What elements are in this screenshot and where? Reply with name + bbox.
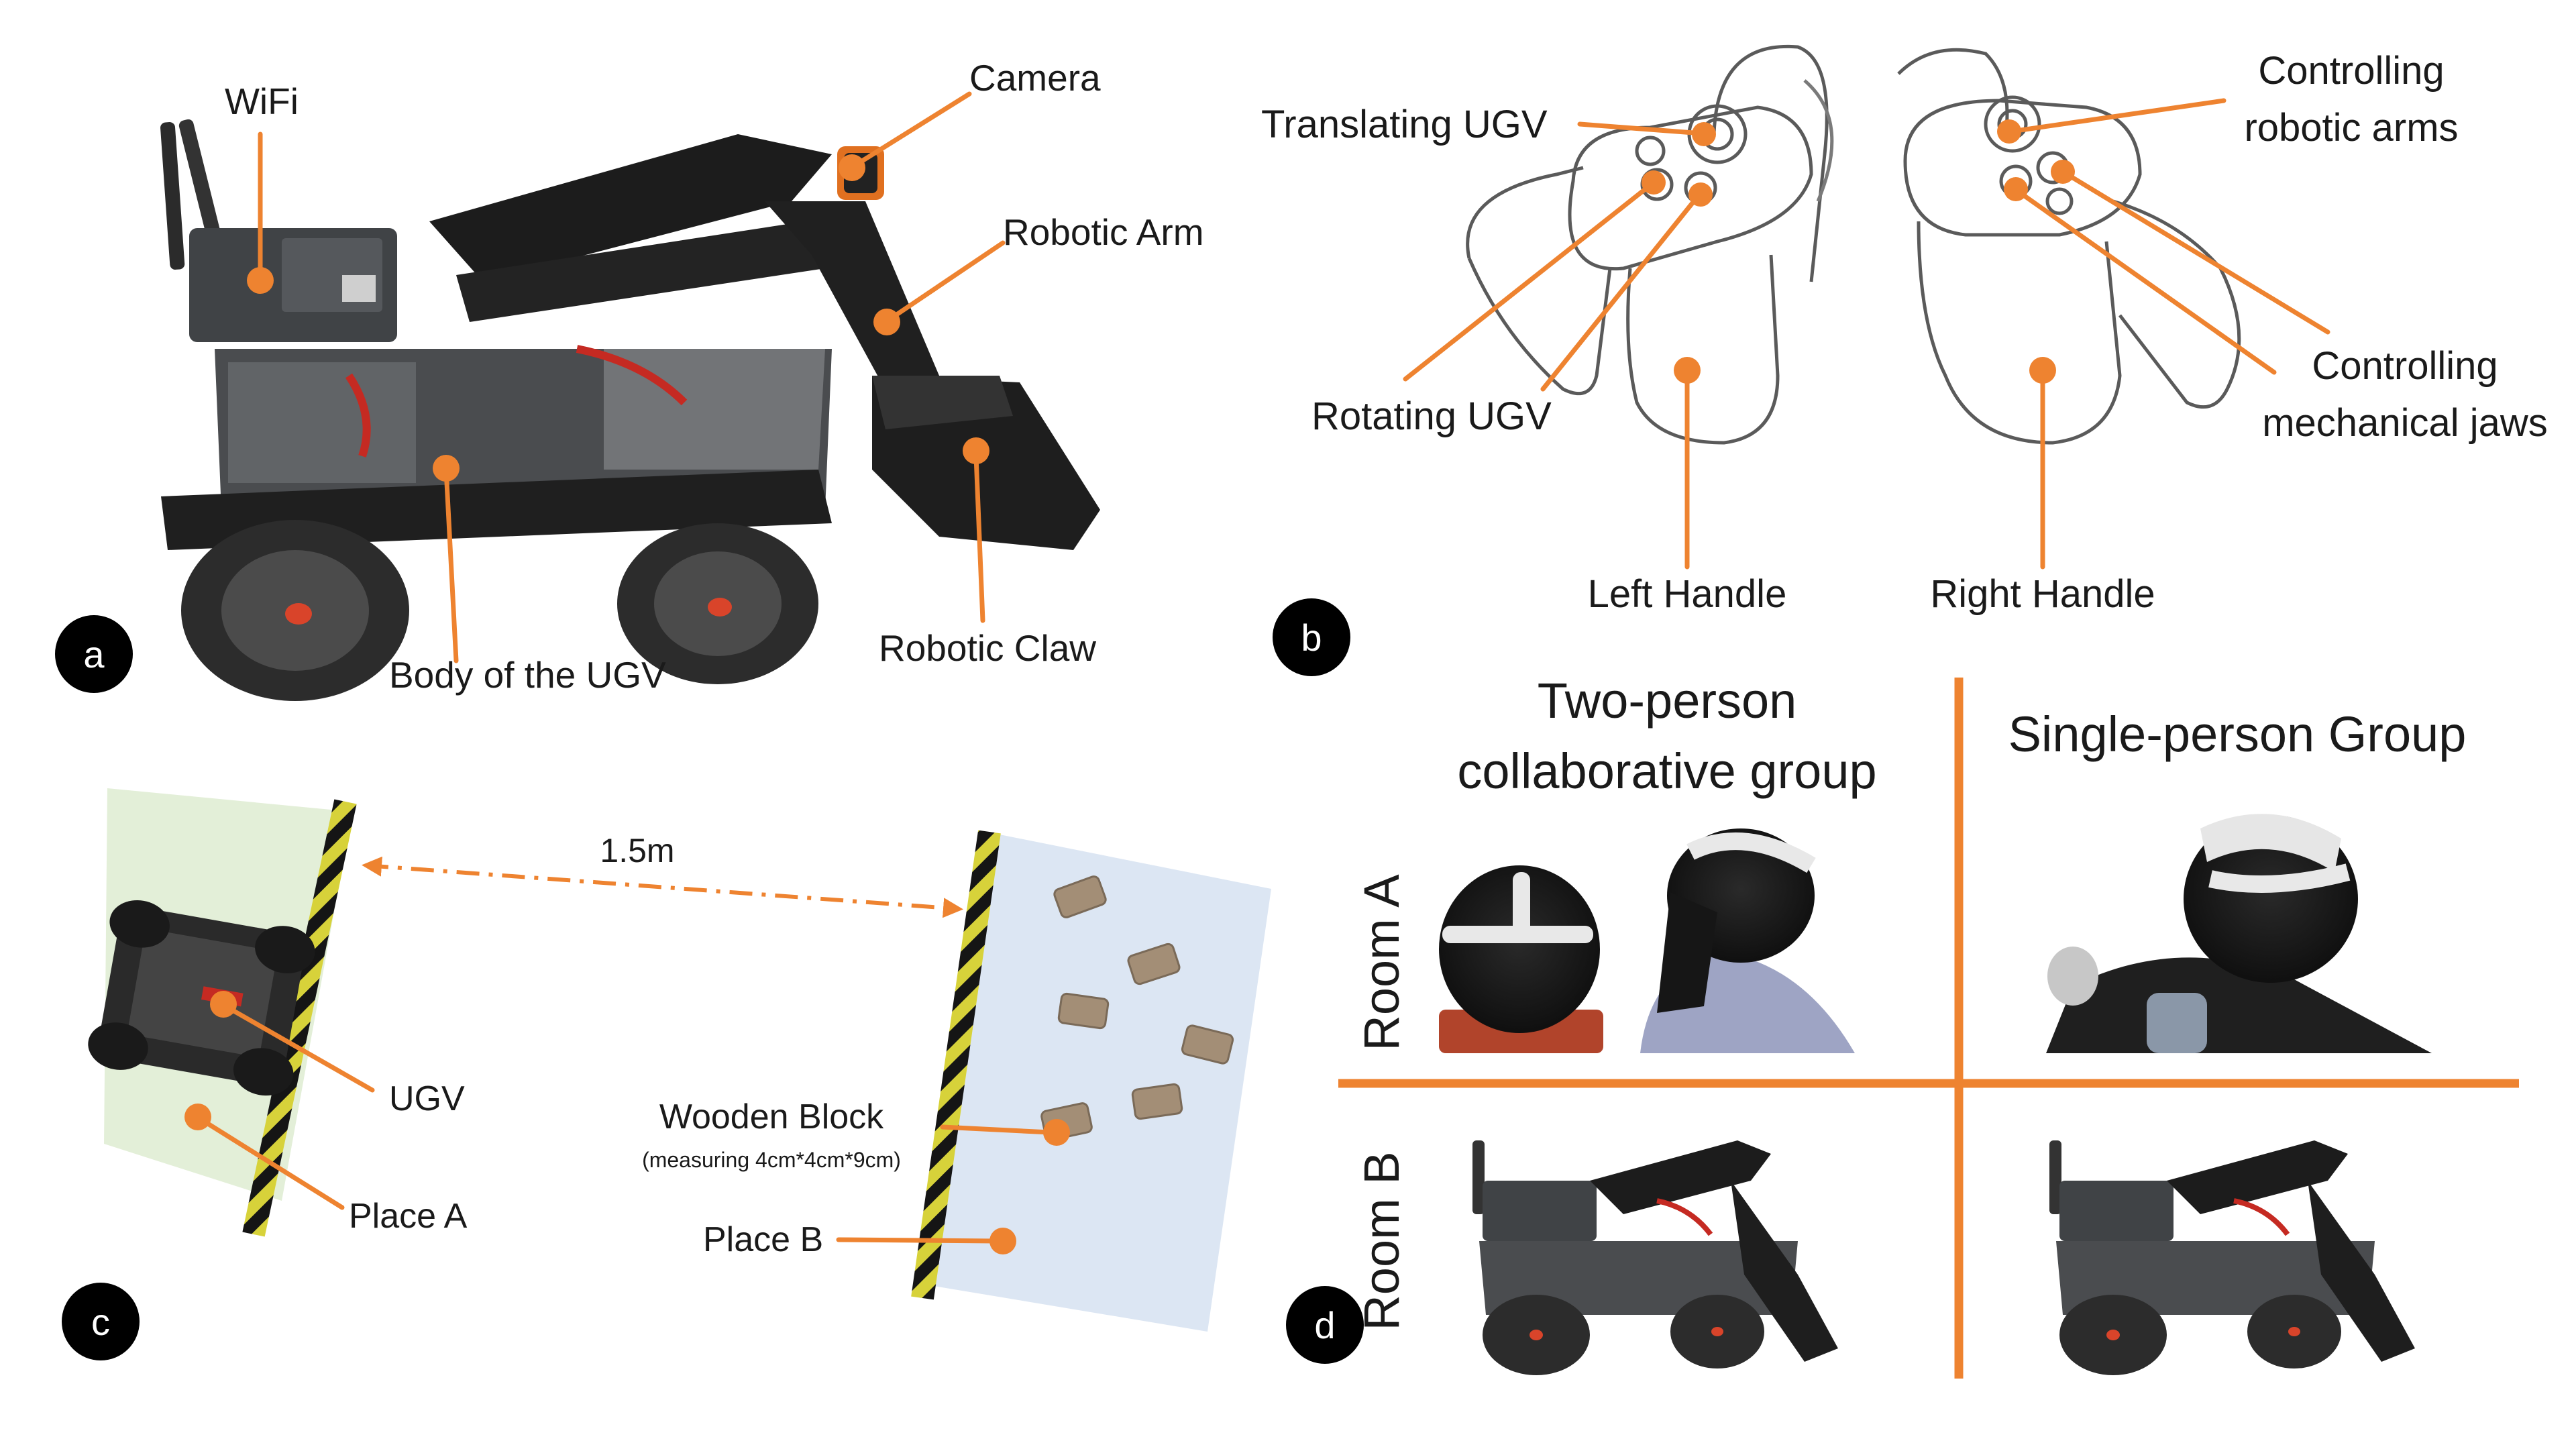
participant-photo-1 [1439, 865, 1603, 1053]
block-size-label: (measuring 4cm*4cm*9cm) [642, 1148, 901, 1172]
ugv-topview [88, 900, 315, 1096]
panel-a: WiFi Camera Robotic Arm Body of the UGV … [55, 57, 1204, 701]
ugv-label: UGV [389, 1079, 465, 1118]
left-handle-label: Left Handle [1588, 572, 1787, 616]
panel-d: Two-person collaborative group Single-pe… [1286, 673, 2519, 1379]
place-a-label: Place A [349, 1197, 468, 1236]
distance-label: 1.5m [600, 832, 674, 869]
ugv-photo [160, 119, 1100, 701]
panel-a-badge [55, 615, 133, 693]
mechanical-jaws-label-line2: mechanical jaws [2262, 401, 2548, 445]
panel-b: Translating UGV Rotating UGV Left Handle… [1261, 44, 2548, 676]
panel-c-badge [62, 1283, 140, 1360]
robotic-claw-label: Robotic Claw [879, 627, 1096, 669]
panel-d-letter: d [1314, 1304, 1335, 1346]
room-b-label: Room B [1354, 1151, 1409, 1330]
wooden-blocks [1040, 875, 1234, 1141]
distance-arrow [362, 856, 963, 918]
panel-c-leaders [184, 991, 1070, 1254]
participant-photo-2 [1640, 828, 1855, 1053]
place-b-zone [926, 832, 1271, 1332]
body-of-ugv-label: Body of the UGV [389, 654, 666, 696]
place-b-label: Place B [703, 1220, 823, 1259]
translating-ugv-label: Translating UGV [1261, 103, 1548, 146]
rotating-ugv-label: Rotating UGV [1311, 394, 1552, 438]
panel-b-badge [1273, 598, 1350, 676]
right-handle-label: Right Handle [1930, 572, 2155, 616]
ugv-photo-room-b-left [1472, 1140, 1838, 1375]
panel-a-letter: a [83, 633, 105, 676]
mechanical-jaws-label-line1: Controlling [2312, 344, 2498, 388]
ugv-photo-room-b-right [2049, 1140, 2415, 1375]
wifi-label: WiFi [225, 80, 299, 122]
robotic-arms-label-line1: Controlling [2258, 49, 2444, 93]
camera-label: Camera [969, 57, 1101, 99]
single-person-heading: Single-person Group [2008, 706, 2467, 762]
panel-a-leaders [247, 91, 1006, 663]
panel-c-letter: c [91, 1301, 110, 1343]
robotic-arm-label: Robotic Arm [1003, 211, 1204, 253]
wooden-block-label: Wooden Block [659, 1097, 884, 1136]
panel-c: 1.5m UGV Place A Wooden Block (measuring… [62, 788, 1271, 1360]
two-person-heading-line1: Two-person [1538, 673, 1797, 729]
robotic-arms-label-line2: robotic arms [2244, 106, 2458, 150]
panel-d-badge [1286, 1286, 1364, 1364]
panel-b-letter: b [1301, 616, 1322, 659]
room-a-label: Room A [1354, 874, 1409, 1051]
participant-photo-3 [2046, 814, 2432, 1053]
finish-line [911, 830, 1001, 1300]
two-person-heading-line2: collaborative group [1457, 743, 1876, 799]
panel-b-leaders [1403, 98, 2330, 570]
